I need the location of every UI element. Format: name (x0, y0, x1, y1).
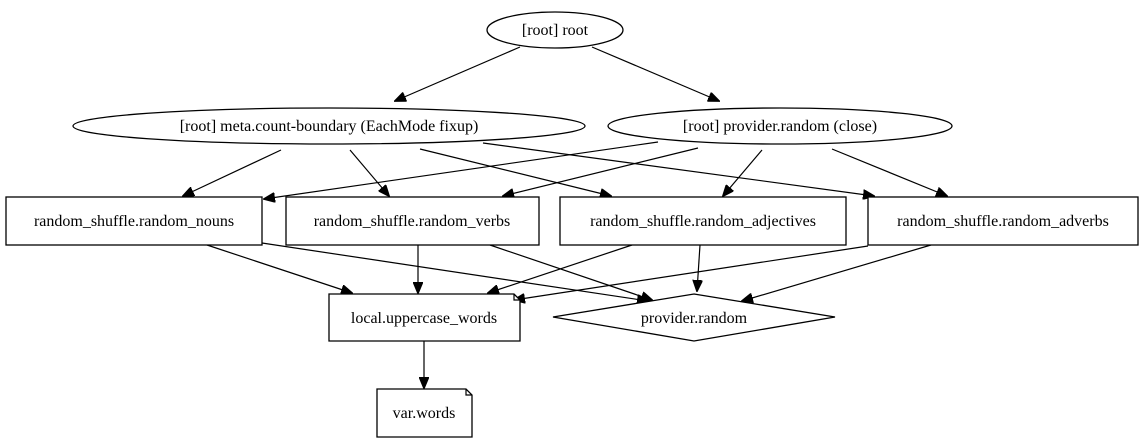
edge-random-adjectives-to-provider-random (697, 244, 700, 291)
node-random-adjectives-label: random_shuffle.random_adjectives (590, 213, 816, 230)
node-random-verbs-label: random_shuffle.random_verbs (314, 213, 511, 230)
edge-provider-random-close-to-random-verbs (503, 147, 699, 196)
edge-provider-random-close-to-random-nouns (264, 141, 659, 199)
edge-random-verbs-to-provider-random (489, 244, 652, 300)
edges (183, 46, 947, 388)
node-meta-count-boundary: [root] meta.count-boundary (EachMode fix… (72, 107, 586, 145)
node-local-uppercase-words-label: local.uppercase_words (351, 310, 497, 327)
node-var-words-label: var.words (393, 405, 456, 422)
node-var-words: var.words (376, 388, 473, 438)
edge-root-to-provider-random-close (591, 46, 719, 101)
edge-random-adverbs-to-provider-random (742, 244, 932, 301)
node-provider-random-label: provider.random (641, 310, 748, 327)
edge-root-to-meta-count-boundary (395, 46, 521, 101)
node-random-adverbs-label: random_shuffle.random_adverbs (897, 213, 1109, 230)
node-random-verbs: random_shuffle.random_verbs (285, 196, 540, 246)
edge-random-adjectives-to-local-uppercase-words (488, 244, 633, 293)
node-random-nouns-label: random_shuffle.random_nouns (34, 213, 234, 230)
edge-meta-count-boundary-to-random-verbs (349, 149, 389, 196)
edge-random-nouns-to-local-uppercase-words (206, 244, 352, 293)
edge-meta-count-boundary-to-random-adjectives (419, 148, 611, 196)
edge-meta-count-boundary-to-random-adverbs (482, 142, 874, 196)
node-meta-count-boundary-label: [root] meta.count-boundary (EachMode fix… (180, 118, 479, 135)
edge-provider-random-close-to-random-adjectives (723, 149, 763, 196)
node-root-label: [root] root (522, 22, 589, 39)
node-provider-random-close-label: [root] provider.random (close) (683, 118, 877, 135)
node-random-adjectives: random_shuffle.random_adjectives (559, 196, 847, 246)
node-root: [root] root (486, 11, 624, 49)
node-random-adverbs: random_shuffle.random_adverbs (867, 196, 1139, 246)
node-provider-random: provider.random (552, 293, 836, 342)
node-provider-random-close: [root] provider.random (close) (607, 107, 953, 145)
edge-provider-random-close-to-random-adverbs (831, 148, 947, 196)
node-random-nouns: random_shuffle.random_nouns (5, 196, 263, 246)
edge-meta-count-boundary-to-random-nouns (183, 149, 282, 196)
edge-random-nouns-to-provider-random (261, 242, 648, 301)
node-local-uppercase-words: local.uppercase_words (328, 293, 521, 342)
edge-random-adverbs-to-local-uppercase-words (514, 245, 869, 300)
